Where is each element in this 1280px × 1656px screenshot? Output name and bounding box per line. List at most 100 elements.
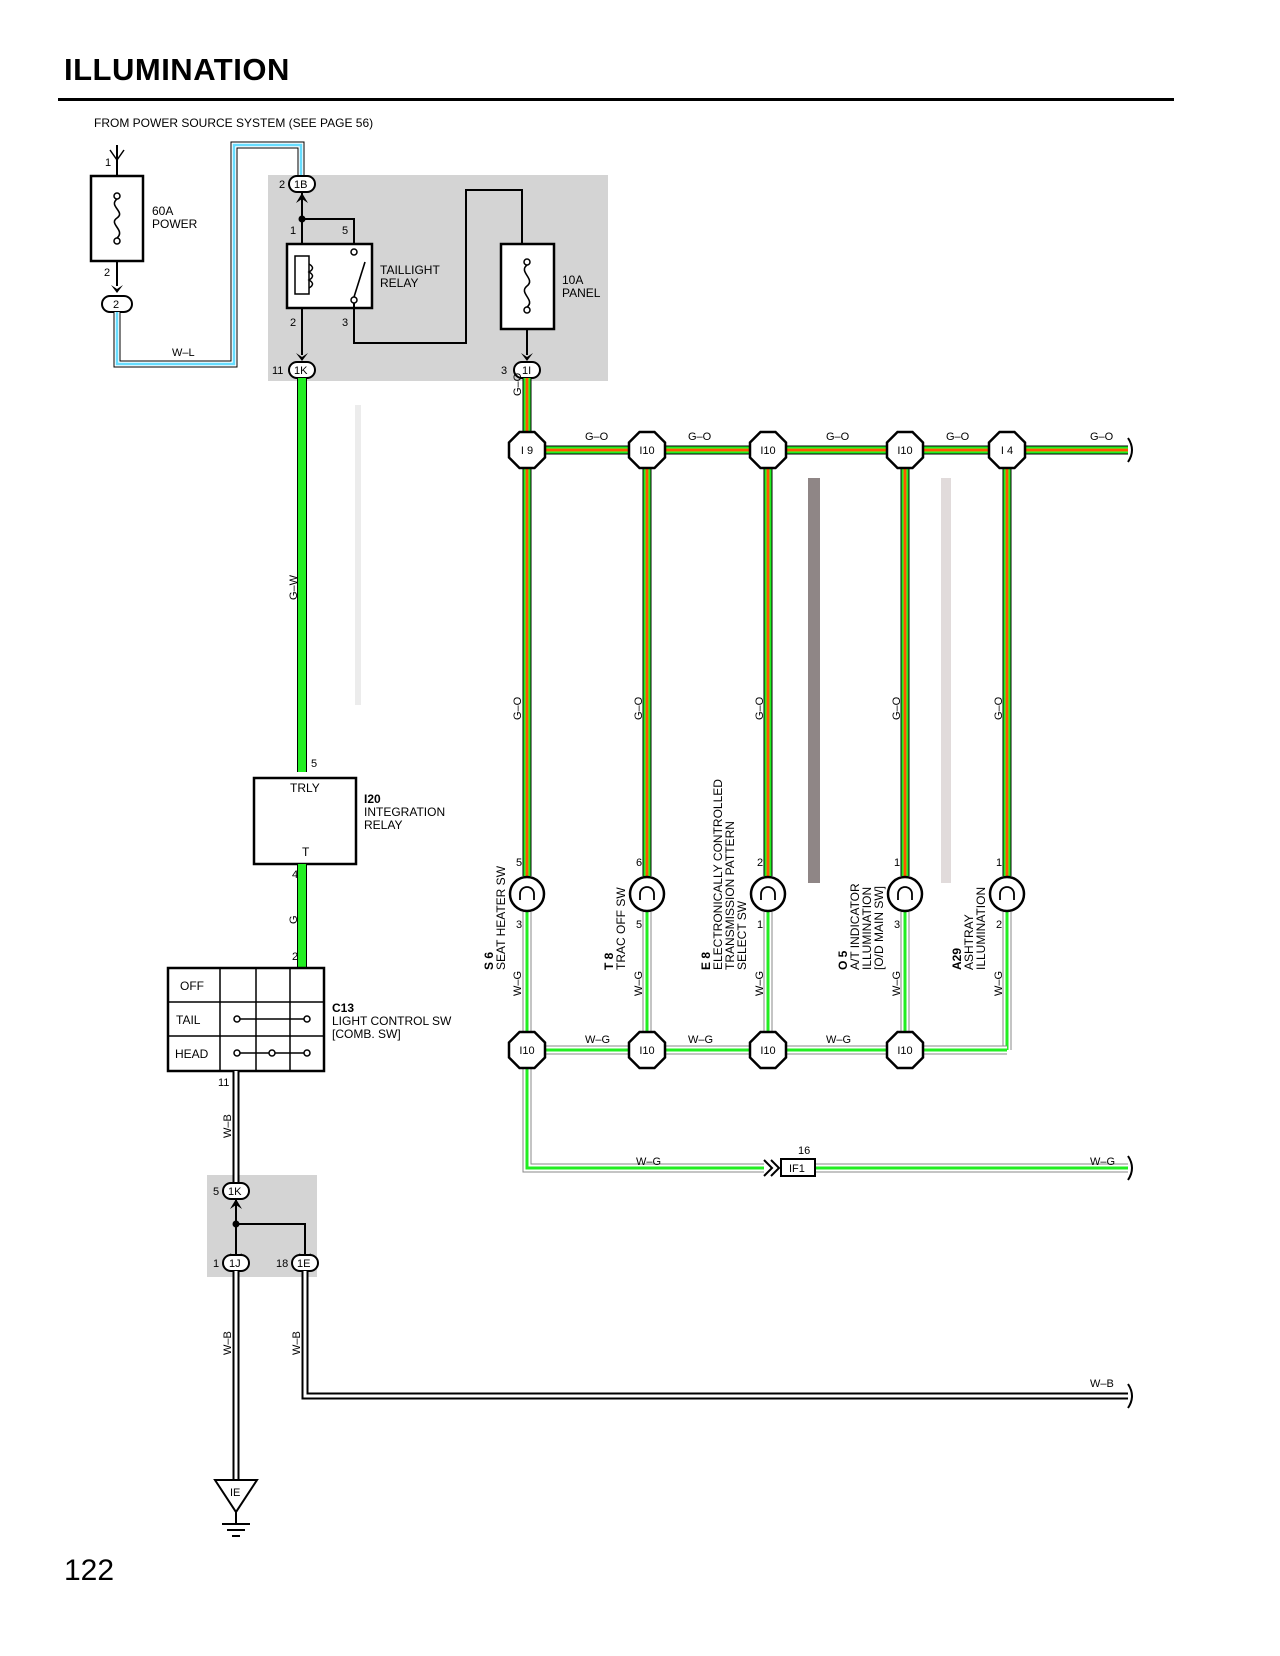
junction-top-4: I10 (885, 430, 925, 470)
power-fuse-name: POWER (152, 217, 198, 231)
wire-label-w-b-1: W–B (222, 1114, 234, 1138)
svg-text:2: 2 (113, 299, 119, 311)
lamp-pin-top: 2 (757, 857, 763, 869)
wire-g-o-network (522, 378, 1133, 876)
svg-text:I 9: I 9 (521, 445, 533, 457)
wire-label-w-b-4: W–B (1090, 1378, 1114, 1390)
lamp-pin-top: 6 (636, 857, 642, 869)
svg-text:1E: 1E (297, 1258, 310, 1270)
lamp-label-line: ASHTRAY (962, 914, 976, 970)
wire-label-g-o-v4: G–O (891, 696, 903, 720)
svg-text:HEAD: HEAD (175, 1047, 209, 1061)
wire-label-g-o-4: G–O (946, 431, 970, 443)
conn-1b-pin: 2 (279, 179, 285, 191)
scan-streak (355, 405, 361, 705)
svg-text:I10: I10 (897, 1045, 912, 1057)
conn-1i-pin: 3 (501, 365, 507, 377)
svg-text:OFF: OFF (180, 979, 204, 993)
junction-bottom-3: I10 (748, 1030, 788, 1070)
conn-1j-pin: 1 (213, 1258, 219, 1270)
svg-text:1K: 1K (228, 1186, 242, 1198)
wire-label-w-g-v4: W–G (891, 971, 903, 996)
wire-w-g-network (522, 912, 1133, 1181)
if1-pin: 16 (798, 1145, 810, 1157)
integration-relay-name-2: RELAY (364, 818, 402, 832)
integration-relay-code: I20 (364, 792, 381, 806)
relay-i20-pin-out: 4 (292, 869, 298, 881)
wire-label-w-g-v3: W–G (754, 971, 766, 996)
page-number: 122 (64, 1554, 115, 1587)
switch-pin-in: 2 (292, 951, 298, 963)
wire-label-g-w: G–W (288, 574, 300, 600)
wire-label-g-o-5: G–O (1090, 431, 1114, 443)
switch-pin-out: 11 (218, 1077, 229, 1089)
title-rule (58, 98, 1174, 101)
lamp-label-line: TRANSMISSION PATTERN (723, 821, 737, 970)
svg-text:I10: I10 (897, 445, 912, 457)
lamp-pin-bottom: 1 (757, 919, 763, 931)
wire-label-g-o-v2: G–O (633, 696, 645, 720)
lamp-code: E 8 (699, 952, 713, 970)
wire-label-w-l: W–L (172, 347, 195, 359)
relay-name-2: RELAY (380, 276, 418, 290)
wire-w-b-right (301, 1271, 1133, 1409)
connector-if1: IF1 (763, 1158, 816, 1177)
lamp-pin-bottom: 5 (636, 919, 642, 931)
switch-name-2: [COMB. SW] (332, 1027, 401, 1041)
junction-bottom-2: I10 (627, 1030, 667, 1070)
power-fuse-pin-in: 1 (105, 157, 111, 169)
panel-fuse-name: PANEL (562, 286, 601, 300)
junction-bottom-1: I10 (507, 1030, 547, 1070)
wire-label-w-g-h4: W–G (636, 1156, 661, 1168)
lamp-pin-top: 5 (516, 857, 522, 869)
lamp-code: T 8 (602, 952, 616, 970)
svg-text:I10: I10 (519, 1045, 534, 1057)
lamp-label-line: SEAT HEATER SW (494, 865, 508, 970)
wire-label-w-g-v1: W–G (512, 971, 524, 996)
svg-text:T: T (302, 845, 310, 859)
conn-1k-bottom-pin: 5 (213, 1186, 219, 1198)
wire-label-g: G (288, 915, 300, 924)
power-fuse-pin-out: 2 (104, 267, 110, 279)
connector-1k-top: 1K (288, 361, 316, 379)
svg-text:1I: 1I (522, 365, 531, 377)
wire-label-g-o-3: G–O (826, 431, 850, 443)
svg-text:1B: 1B (294, 179, 307, 191)
switch-name-1: LIGHT CONTROL SW (332, 1014, 452, 1028)
svg-text:I10: I10 (639, 445, 654, 457)
connector-2: 2 (101, 295, 133, 313)
wire-label-w-g-v2: W–G (633, 971, 645, 996)
conn-1e-pin: 18 (276, 1258, 288, 1270)
power-fuse-rating: 60A (152, 204, 173, 218)
integration-relay-name-1: INTEGRATION (364, 805, 445, 819)
svg-text:I10: I10 (639, 1045, 654, 1057)
scan-streak (808, 478, 820, 883)
svg-text:IE: IE (230, 1487, 240, 1499)
svg-text:IF1: IF1 (789, 1163, 805, 1175)
lamp-label-line: SELECT SW (735, 900, 749, 970)
lamp-pin-top: 1 (894, 857, 900, 869)
relay-i20-pin-in: 5 (311, 758, 317, 770)
relay-pin-5: 5 (342, 225, 348, 237)
lamp-code: A29 (950, 948, 964, 970)
wire-label-w-b-2: W–B (222, 1331, 234, 1355)
lamp-pin-top: 1 (996, 857, 1002, 869)
relay-pin-2: 2 (290, 317, 296, 329)
lamp-label-line: A/T INDICATOR (848, 883, 862, 970)
wire-label-g-o-v3: G–O (754, 696, 766, 720)
lamp-code: O 5 (836, 950, 850, 970)
switch-code: C13 (332, 1001, 354, 1015)
junction-top-3: I10 (748, 430, 788, 470)
svg-text:I 4: I 4 (1001, 445, 1013, 457)
lamp-label-line: TRAC OFF SW (614, 887, 628, 970)
taillight-relay (285, 189, 523, 355)
junction-top-2: I10 (627, 430, 667, 470)
svg-text:TAIL: TAIL (176, 1013, 201, 1027)
relay-name-1: TAILLIGHT (380, 263, 440, 277)
panel-fuse-rating: 10A (562, 273, 583, 287)
